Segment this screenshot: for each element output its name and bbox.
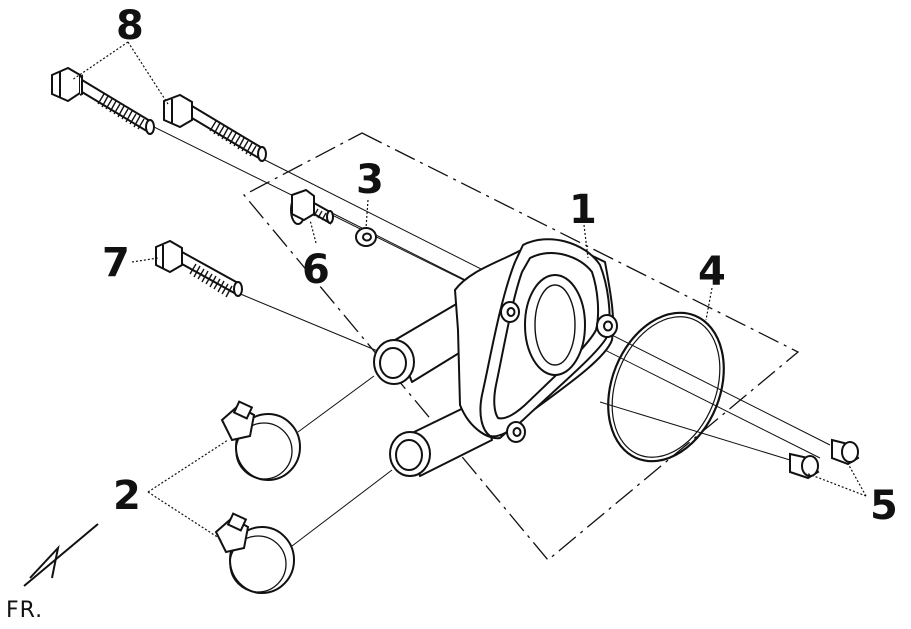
- callout-6: 6: [302, 247, 330, 293]
- dowel-pin-2: [790, 454, 818, 478]
- long-bolt-2-thread: [210, 121, 256, 156]
- long-bolt: [52, 68, 154, 134]
- long-bolt-thread: [98, 94, 144, 129]
- hose-clamp-2: [216, 514, 294, 593]
- o-ring: [587, 295, 745, 478]
- short-bolt-thread: [314, 209, 326, 220]
- callout-3: 3: [356, 157, 384, 203]
- dowel-pin: [832, 440, 858, 464]
- callout-2: 2: [113, 473, 141, 519]
- clamp-alignment-lines: [292, 376, 392, 546]
- medium-bolt-thread: [190, 264, 232, 297]
- leader-lines: [72, 42, 866, 540]
- front-direction-arrow: [24, 524, 98, 586]
- callout-8: 8: [116, 3, 144, 49]
- medium-bolt: [156, 241, 242, 296]
- assembly-group-outline: [244, 133, 798, 560]
- callout-1: 1: [569, 187, 597, 233]
- callout-7: 7: [102, 240, 130, 286]
- callout-4: 4: [698, 249, 726, 295]
- front-direction-label: FR.: [6, 598, 44, 623]
- water-pump-cover: [374, 239, 617, 476]
- washer: [356, 228, 376, 246]
- long-bolt-2: [164, 95, 266, 161]
- hose-clamp: [222, 402, 300, 480]
- short-flange-bolt: [291, 190, 333, 224]
- callout-5: 5: [870, 483, 898, 529]
